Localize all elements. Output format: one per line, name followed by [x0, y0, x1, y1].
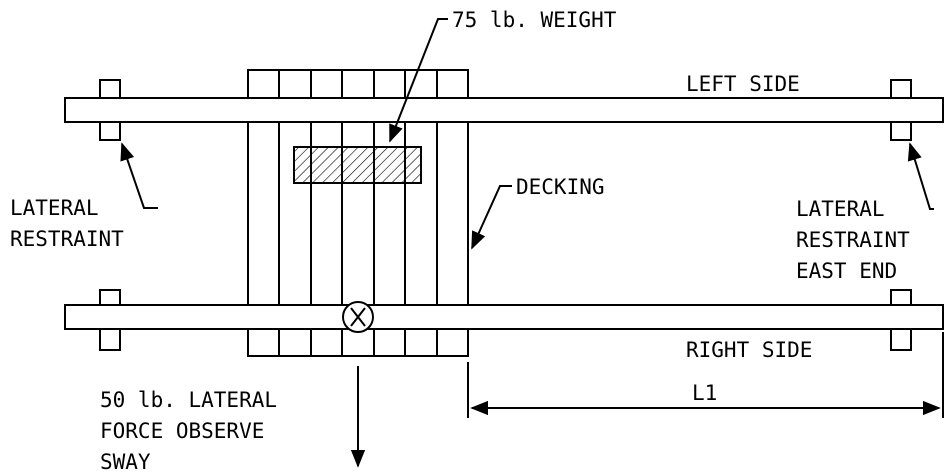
- lateral-restraint-right-line2: RESTRAINT: [796, 228, 910, 252]
- decking-label: DECKING: [516, 175, 605, 199]
- dimension-l1: [467, 332, 944, 418]
- lateral-restraint-left-line1: LATERAL: [10, 196, 99, 220]
- weight-block: [293, 146, 422, 184]
- lateral-restraint-right-arrow: [907, 142, 934, 210]
- left-side-beam: [64, 97, 944, 123]
- weight-label: 75 lb. WEIGHT: [452, 8, 617, 32]
- force-point-icon: [342, 301, 374, 333]
- right-side-beam: [64, 304, 944, 330]
- left-side-label: LEFT SIDE: [686, 72, 800, 96]
- lateral-restraint-right-line1: LATERAL: [796, 197, 885, 221]
- lateral-restraint-left-line2: RESTRAINT: [10, 227, 124, 251]
- decking-leader-arrow: [471, 185, 512, 250]
- lateral-restraint-left-arrow: [120, 142, 158, 209]
- lateral-force-line1: 50 lb. LATERAL: [100, 388, 277, 412]
- lateral-restraint-right-line3: EAST END: [796, 259, 897, 283]
- dimension-l1-label: L1: [692, 381, 717, 405]
- right-side-label: RIGHT SIDE: [686, 338, 812, 362]
- weight-leader-arrow: [389, 18, 448, 143]
- lateral-force-line3: SWAY: [100, 450, 151, 474]
- lateral-force-line2: FORCE OBSERVE: [100, 419, 264, 443]
